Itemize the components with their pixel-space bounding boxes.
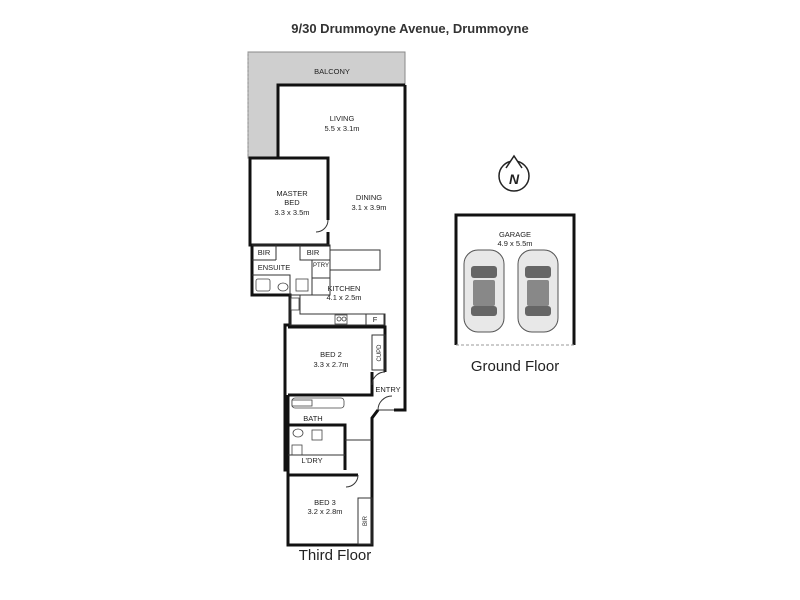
- entry-label: ENTRY: [375, 385, 400, 394]
- ground-floor-plan: GARAGE 4.9 x 5.5m Ground Floor: [454, 213, 576, 375]
- compass-label: N: [509, 171, 520, 187]
- bed2-label: BED 2: [320, 350, 342, 359]
- balcony-label: BALCONY: [314, 67, 350, 76]
- third-floor-label: Third Floor: [299, 547, 372, 564]
- master-bed-label-2: BED: [284, 198, 300, 207]
- bed3-size: 3.2 x 2.8m: [307, 507, 342, 516]
- garage-label: GARAGE: [499, 230, 531, 239]
- living-size: 5.5 x 3.1m: [324, 124, 359, 133]
- bed3-label: BED 3: [314, 498, 336, 507]
- kitchen-island: [329, 249, 381, 271]
- bir-bed3-label: BIR: [363, 515, 369, 526]
- fridge-label: F: [373, 315, 378, 324]
- dining-size: 3.1 x 3.9m: [351, 203, 386, 212]
- bath-label: BATH: [303, 414, 322, 423]
- kitchen-counter: [289, 295, 386, 326]
- ptry-label: PTRY: [313, 263, 329, 269]
- bir-master-label: BIR: [258, 248, 271, 257]
- ensuite-label: ENSUITE: [258, 263, 291, 272]
- dining-label: DINING: [356, 193, 382, 202]
- plan-title: 9/30 Drummoyne Avenue, Drummoyne: [291, 21, 528, 36]
- master-bed-size: 3.3 x 3.5m: [274, 208, 309, 217]
- car-icon: [463, 249, 505, 333]
- garage-wall: [454, 213, 576, 345]
- kitchen-label: KITCHEN: [328, 284, 361, 293]
- living-label: LIVING: [330, 114, 355, 123]
- master-bed-label-1: MASTER: [276, 189, 308, 198]
- car-icon: [517, 249, 559, 333]
- cupd-label: CUPD: [377, 344, 383, 362]
- laundry-label: L'DRY: [301, 456, 322, 465]
- kitchen-size: 4.1 x 2.5m: [326, 293, 361, 302]
- garage-size: 4.9 x 5.5m: [497, 239, 532, 248]
- third-floor-plan: BALCONY LIVING 5.5 x 3.1m DINING 3.1 x 3…: [247, 51, 407, 564]
- bed2-size: 3.3 x 2.7m: [313, 360, 348, 369]
- compass-icon: N: [498, 154, 530, 192]
- ground-floor-label: Ground Floor: [471, 358, 559, 375]
- bir-hall-label: BIR: [307, 248, 320, 257]
